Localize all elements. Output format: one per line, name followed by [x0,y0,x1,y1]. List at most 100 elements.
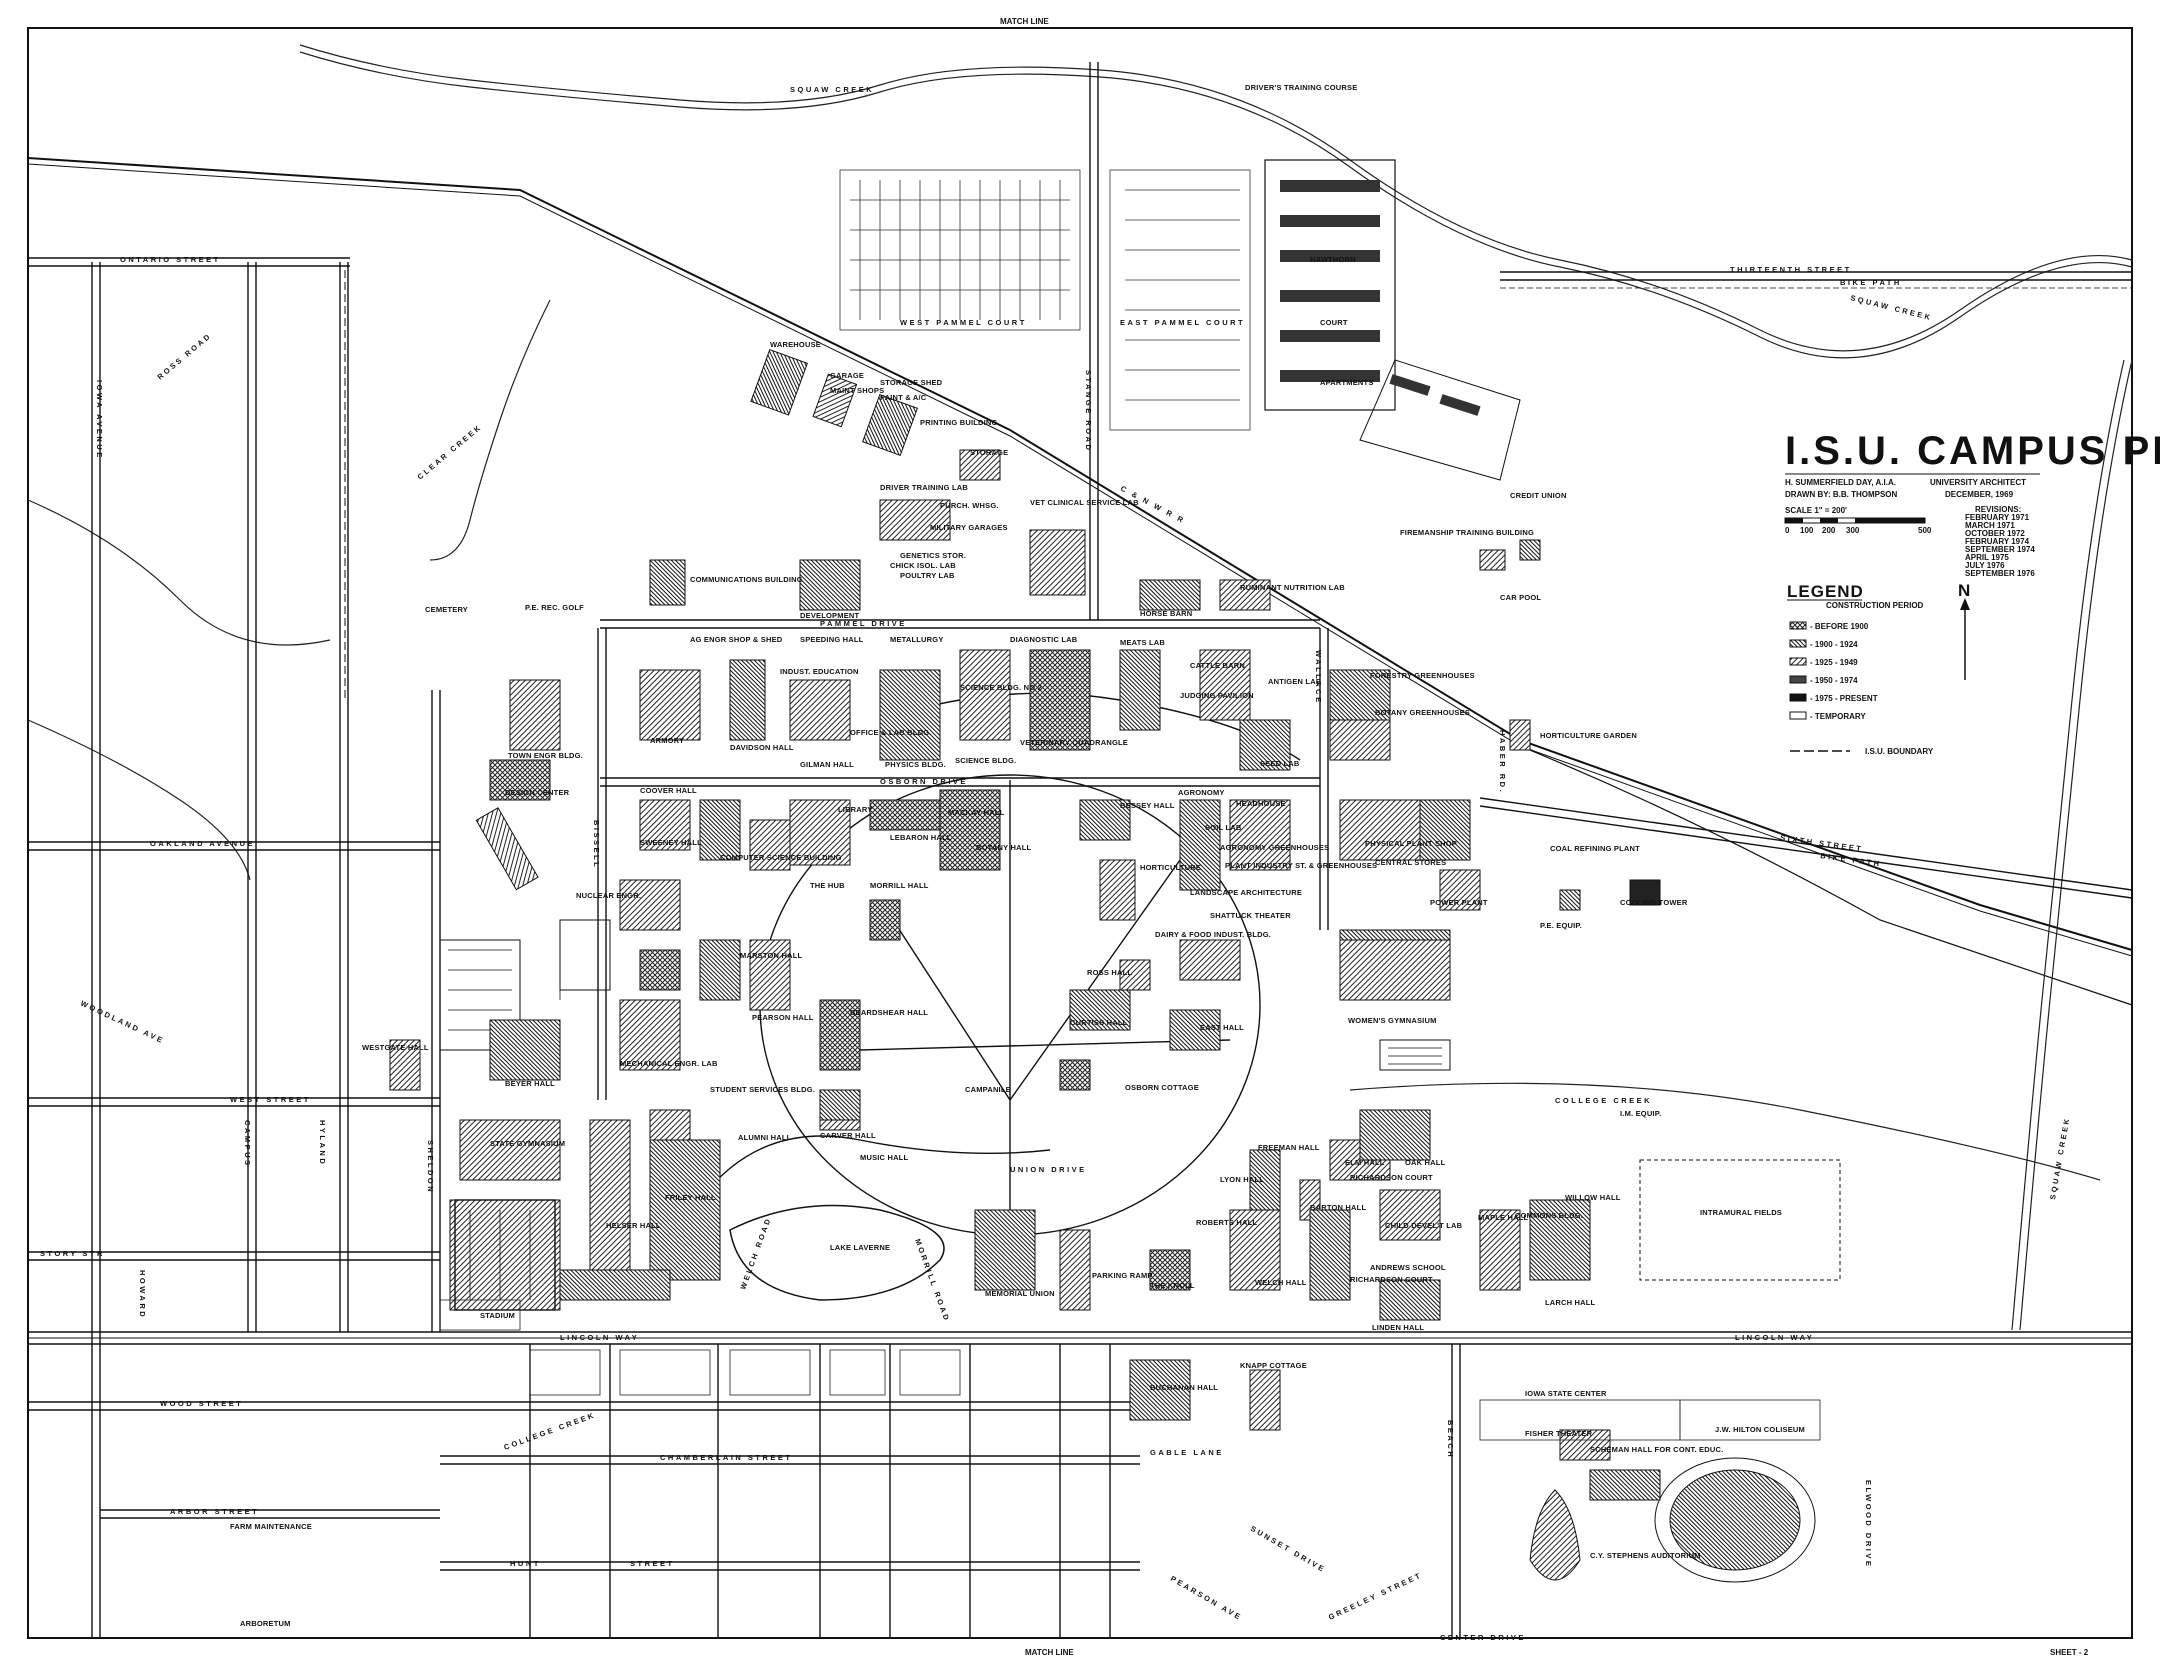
creek-squaw-3: SQUAW CREEK [2048,1116,2071,1200]
road-haber: HABER RD. [1498,730,1507,794]
legend-entry-1975-present: - 1975 - PRESENT [1789,693,1878,703]
label-carpool: CAR POOL [1500,593,1541,602]
label-linden: LINDEN HALL [1372,1323,1424,1332]
label-davidson: DAVIDSON HALL [730,743,794,752]
label-science2: SCIENCE BLDG. NO 2 [960,683,1042,692]
label-farm: FARM MAINTENANCE [230,1522,312,1531]
label-sweeney: SWEENEY HALL [640,838,702,847]
south-blocks [439,1299,1821,1441]
label-maint-shops: MAINT SHOPS [830,386,884,395]
label-powerplant: POWER PLANT [1430,898,1488,907]
label-carver: CARVER HALL [820,1131,876,1140]
label-cattle: CATTLE BARN [1190,661,1245,670]
label-metallurgy: METALLURGY [890,635,944,644]
drawn-by: DRAWN BY: B.B. THOMPSON [1785,490,1898,499]
label-womensgym: WOMEN'S GYMNASIUM [1348,1016,1437,1025]
bottom-match-line: MATCH LINE [1025,1648,1074,1657]
label-campanile: CAMPANILE [965,1085,1011,1094]
label-pearson: PEARSON HALL [752,1013,814,1022]
label-library: LIBRARY [838,805,872,814]
top-match-line: MATCH LINE [1000,17,1049,26]
label-ruminant: RUMINANT NUTRITION LAB [1240,583,1345,592]
scale-tick-0: 0 [1785,526,1790,535]
label-beyer: BEYER HALL [505,1079,555,1088]
sheet-number: SHEET - 2 [2050,1648,2089,1657]
label-genetics: GENETICS STOR. [900,551,966,560]
title-block: I.S.U. CAMPUS PLAN H. SUMMERFIELD DAY, A… [1784,429,2160,578]
label-barton: BARTON HALL [1310,1203,1366,1212]
label-driver-lab: DRIVER TRAINING LAB [880,483,968,492]
label-poultry: POULTRY LAB [900,571,955,580]
label-warehouse: WAREHOUSE [770,340,821,349]
road-greeley: GREELEY STREET [1327,1570,1424,1621]
legend-subtitle: CONSTRUCTION PERIOD [1826,601,1924,610]
street-thirteenth: THIRTEENTH STREET [1730,265,1852,274]
label-scheman: SCHEMAN HALL FOR CONT. EDUC. [1590,1445,1723,1454]
label-im-equip: I.M. EQUIP. [1620,1109,1661,1118]
legend-entry-1925-1949: - 1925 - 1949 [1789,657,1858,667]
label-andrews: ANDREWS SCHOOL [1370,1263,1446,1272]
label-firemanship: FIREMANSHIP TRAINING BUILDING [1400,528,1534,537]
label-bessey: BESSEY HALL [1120,801,1175,810]
legend-entry-1900-1924: - 1900 - 1924 [1789,639,1858,649]
label-mechengr: MECHANICAL ENGR. LAB [620,1059,718,1068]
legend-title: LEGEND [1787,582,1864,601]
label-isc: IOWA STATE CENTER [1525,1389,1607,1398]
label-military: MILITARY GARAGES [930,523,1008,532]
legend-entry-before-1900: - BEFORE 1900 [1789,621,1869,631]
creek-college: COLLEGE CREEK [1555,1096,1652,1105]
revision-7: SEPTEMBER 1976 [1965,569,2035,578]
architect-name: H. SUMMERFIELD DAY, A.I.A. [1785,478,1896,487]
scale-tick-3: 300 [1846,526,1860,535]
road-howard: HOWARD [138,1270,147,1319]
label-storage: STORAGE [970,448,1008,457]
road-morrill: MORRILL ROAD [913,1238,952,1324]
scale-tick-2: 200 [1822,526,1836,535]
street-union: UNION DRIVE [1010,1165,1087,1174]
label-cemetery: CEMETERY [425,605,468,614]
street-story: STORY STR [40,1249,105,1258]
road-bissell: BISSELL [592,820,601,869]
label-studentserv: STUDENT SERVICES BLDG. [710,1085,815,1094]
street-lincoln-2: LINCOLN WAY [1735,1333,1814,1342]
label-stadium: STADIUM [480,1311,515,1320]
label-armory: ARMORY [650,736,684,745]
svg-text:- TEMPORARY: - TEMPORARY [1810,712,1866,721]
label-alumni: ALUMNI HALL [738,1133,792,1142]
revision-1: MARCH 1971 [1965,521,2015,530]
label-freeman: FREEMAN HALL [1258,1143,1320,1152]
label-seedlab: SEED LAB [1260,759,1300,768]
label-larch: LARCH HALL [1545,1298,1596,1307]
legend: LEGEND CONSTRUCTION PERIOD - BEFORE 1900… [1787,581,1970,756]
label-lebaron: LEBARON HALL [890,833,952,842]
label-science: SCIENCE BLDG. [955,756,1016,765]
label-vetquad: VETERINARY QUADRANGLE [1020,738,1128,747]
street-arbor: ARBOR STREET [170,1507,259,1516]
creek-squaw-1: SQUAW CREEK [790,85,874,94]
road-welch: WELCH ROAD [738,1216,773,1291]
label-agengr: AG ENGR SHOP & SHED [690,635,783,644]
label-lakelaverne: LAKE LAVERNE [830,1243,890,1252]
architect-title: UNIVERSITY ARCHITECT [1930,478,2026,487]
svg-text:I.S.U. BOUNDARY: I.S.U. BOUNDARY [1865,747,1934,756]
label-central: CENTRAL STORES [1375,858,1446,867]
legend-entry-1950-1974: - 1950 - 1974 [1789,675,1858,685]
label-mackay: MACKAY HALL [948,808,1005,817]
street-osborn: OSBORN DRIVE [880,777,968,786]
road-iowa: IOWA AVENUE [95,380,104,460]
label-gilman: GILMAN HALL [800,760,854,769]
label-design: DESIGN CENTER [505,788,570,797]
label-soillab: SOIL LAB [1205,823,1242,832]
lake-laverne [729,1204,945,1301]
creek-squaw-2: SQUAW CREEK [1850,293,1934,322]
legend-entry-temporary: - TEMPORARY [1789,711,1866,721]
label-westgate: WESTGATE HALL [362,1043,429,1052]
revision-4: SEPTEMBER 1974 [1965,545,2035,554]
label-development: DEVELOPMENT [800,611,860,620]
svg-text:- 1950 - 1974: - 1950 - 1974 [1810,676,1858,685]
label-speeding: SPEEDING HALL [800,635,864,644]
svg-text:- 1975 - PRESENT: - 1975 - PRESENT [1810,694,1878,703]
label-storage-shed: STORAGE SHED [880,378,943,387]
label-easthall: EAST HALL [1200,1023,1244,1032]
